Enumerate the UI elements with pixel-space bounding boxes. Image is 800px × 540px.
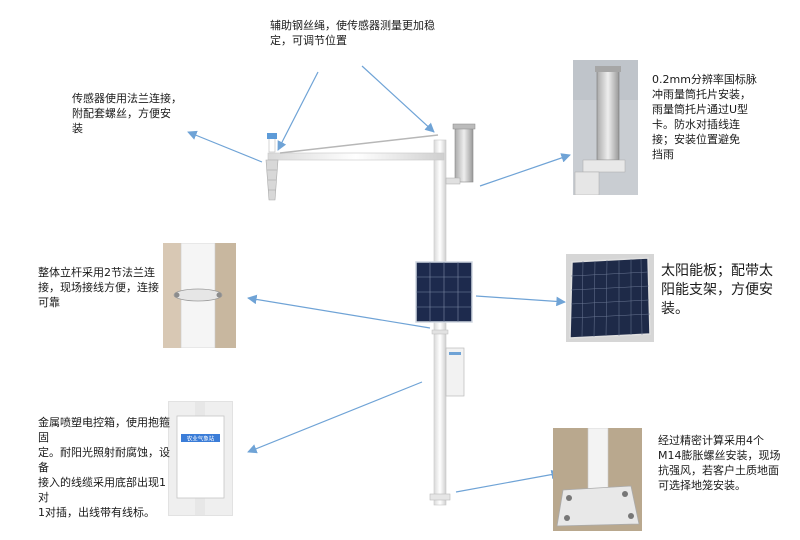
callout-control-box: 金属喷塑电控箱，使用抱箍固 定。耐阳光照射耐腐蚀，设备 接入的线缆采用底部出现1… xyxy=(38,416,170,519)
photo-control-box: 农业气象站 xyxy=(168,401,233,516)
arrow-base xyxy=(455,469,561,493)
cross-arm xyxy=(267,134,445,161)
control-box-small xyxy=(445,347,465,397)
arrow-wire-left xyxy=(277,71,319,151)
callout-solar: 太阳能板；配带太 阳能支架，方便安 装。 xyxy=(661,263,773,317)
callout-rain-gauge: 0.2mm分辨率国标脉 冲雨量筒托片安装， 雨量筒托片通过U型 卡。防水对插线连… xyxy=(652,73,757,161)
box-label: 农业气象站 xyxy=(187,435,215,443)
rain-gauge xyxy=(445,123,476,185)
arrow-box xyxy=(247,381,423,454)
photo-rain-gauge xyxy=(573,60,638,195)
flange-sensor xyxy=(265,133,279,201)
arrow-flange xyxy=(187,130,263,163)
arrow-pole xyxy=(247,294,431,329)
callout-pole: 整体立杆采用2节法兰连 接，现场接线方便，连接 可靠 xyxy=(38,266,159,309)
photo-base-bolts xyxy=(553,428,642,531)
callout-steel-wire: 辅助钢丝绳，使传感器测量更加稳 定，可调节位置 xyxy=(270,19,435,47)
callout-flange-sensor: 传感器使用法兰连接， 附配套螺丝，方便安 装 xyxy=(72,92,182,135)
callout-arrows xyxy=(187,65,571,493)
arrow-rain xyxy=(479,153,571,187)
arrow-wire-right xyxy=(361,65,435,133)
support-wire xyxy=(279,134,439,154)
solar-panel xyxy=(415,261,473,323)
callout-anchor-bolts: 经过精密计算采用4个 M14膨胀螺丝安装，现场 抗强风，若客户土质地面 可选择地… xyxy=(658,434,781,492)
photo-pole-flange xyxy=(163,243,236,348)
arrow-solar xyxy=(475,295,566,307)
photo-solar-panel xyxy=(566,254,654,342)
